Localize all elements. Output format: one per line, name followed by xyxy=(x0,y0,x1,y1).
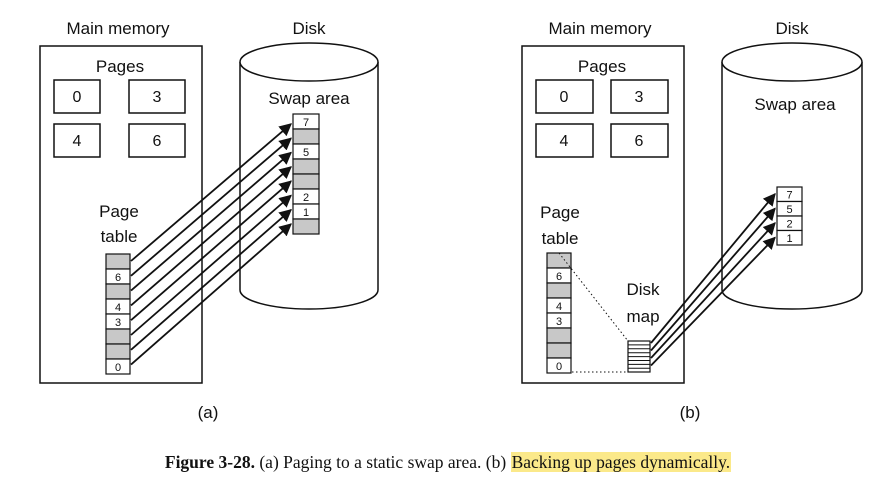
swap-slot-a-cell xyxy=(292,158,320,175)
swap-area-label-b: Swap area xyxy=(754,95,836,114)
mapping-arrow xyxy=(650,236,776,367)
pages-label-b: Pages xyxy=(578,57,626,76)
swap-slot-b-cell-label: 5 xyxy=(786,204,792,216)
disk-map-to-swap-arrows xyxy=(650,193,776,367)
page-table-a-cell xyxy=(105,358,131,375)
disk-map-guide-line xyxy=(558,252,629,342)
panel-label-b: (b) xyxy=(680,403,701,422)
mapping-arrow xyxy=(130,208,292,351)
page-table-b-cell xyxy=(546,282,572,299)
mapping-arrow xyxy=(130,194,292,336)
swap-slot-a-cell-label: 7 xyxy=(303,117,309,129)
swap-area-a: 7 5 2 1 xyxy=(292,113,320,235)
swap-slot-a-cell xyxy=(292,173,320,190)
panel-b: Main memory Pages 0 3 4 6 Page table 6 4 3… xyxy=(521,19,863,422)
pages-label-a: Pages xyxy=(96,57,144,76)
caption-highlight: Backing up pages dynamically. xyxy=(510,452,732,472)
page-table-b-cell xyxy=(546,252,572,269)
page-frame xyxy=(128,79,186,114)
page-table-a-cell xyxy=(105,283,131,300)
mapping-arrow xyxy=(130,223,292,366)
swap-area-b: 7 5 2 1 xyxy=(776,186,803,246)
page-frame-label: 0 xyxy=(560,89,569,106)
swap-slot-a-cell xyxy=(292,218,320,235)
main-memory-title-b: Main memory xyxy=(549,19,652,38)
page-frame-label: 3 xyxy=(635,89,644,106)
caption-text: (a) Paging to a static swap area. (b) xyxy=(259,452,507,472)
page-frame-label: 4 xyxy=(73,133,82,150)
main-memory-box-b xyxy=(521,45,685,384)
swap-slot-a-cell-label: 2 xyxy=(303,192,309,204)
page-table-b-cell-label: 4 xyxy=(556,301,562,313)
panel-a: Main memory Pages 0 3 4 6 Page table 6 4 3… xyxy=(39,19,379,422)
figure-caption: Figure 3-28. (a) Paging to a static swap… xyxy=(0,452,896,473)
page-table-b: 6 4 3 0 xyxy=(546,252,572,374)
disk-map-label: map xyxy=(626,307,659,326)
figure-number: Figure 3-28. xyxy=(164,452,255,472)
page-table-a-cell xyxy=(105,328,131,345)
page-table-b-cell-label: 3 xyxy=(556,316,562,328)
page-frame xyxy=(535,79,594,114)
page-table-a-cell-label: 4 xyxy=(115,302,121,314)
swap-slot-a-cell xyxy=(292,128,320,145)
page-table-to-swap-arrows xyxy=(130,123,292,366)
mapping-arrow xyxy=(130,123,292,262)
page-table-b-cell xyxy=(546,342,572,359)
page-table-a-cell-label: 3 xyxy=(115,317,121,329)
mapping-arrow xyxy=(130,137,292,277)
page-frame-label: 3 xyxy=(153,89,162,106)
mapping-arrow xyxy=(130,151,292,292)
page-frame xyxy=(610,79,669,114)
mapping-arrow xyxy=(130,180,292,321)
swap-slot-b-cell-label: 2 xyxy=(786,219,792,231)
disk-map xyxy=(627,340,651,373)
page-frame xyxy=(53,79,101,114)
page-table-a-cell-label: 6 xyxy=(115,272,121,284)
mapping-arrow xyxy=(650,193,776,344)
page-table-label-b: Page xyxy=(540,203,580,222)
panel-label-a: (a) xyxy=(198,403,219,422)
mapping-arrow xyxy=(130,166,292,307)
page-frame xyxy=(610,123,669,158)
page-frame xyxy=(53,123,101,158)
page-table-b-cell xyxy=(546,327,572,344)
page-table-b-cell xyxy=(546,357,572,374)
page-table-b-cell-label: 6 xyxy=(556,271,562,283)
page-table-a-cell xyxy=(105,253,131,270)
swap-slot-b-cell-label: 1 xyxy=(786,233,792,245)
swap-area-label-a: Swap area xyxy=(268,89,350,108)
page-frame-label: 0 xyxy=(73,89,82,106)
swap-slot-a-cell-label: 5 xyxy=(303,147,309,159)
page-table-label-b: table xyxy=(542,229,579,248)
swap-slot-b-cell-label: 7 xyxy=(786,190,792,202)
page-frame xyxy=(128,123,186,158)
disk-title-a: Disk xyxy=(292,19,326,38)
page-table-a-cell xyxy=(105,343,131,360)
mapping-arrow xyxy=(650,222,776,359)
mapping-arrow xyxy=(650,207,776,352)
page-table-label-a: Page xyxy=(99,202,139,221)
page-table-a-cell-label: 0 xyxy=(115,362,121,374)
page-table-label-a: table xyxy=(101,227,138,246)
page-table-a: 6 4 3 0 xyxy=(105,253,131,375)
swap-slot-b-cell xyxy=(776,229,803,246)
page-frame-label: 6 xyxy=(635,133,644,150)
page-frame-label: 6 xyxy=(153,133,162,150)
page-table-b-cell-label: 0 xyxy=(556,361,562,373)
page-frame xyxy=(535,123,594,158)
main-memory-title-a: Main memory xyxy=(67,19,170,38)
disk-map-label: Disk xyxy=(626,280,660,299)
swap-slot-a-cell-label: 1 xyxy=(303,207,309,219)
disk-title-b: Disk xyxy=(775,19,809,38)
page-frame-label: 4 xyxy=(560,133,569,150)
disk-cylinder-b xyxy=(721,42,863,310)
